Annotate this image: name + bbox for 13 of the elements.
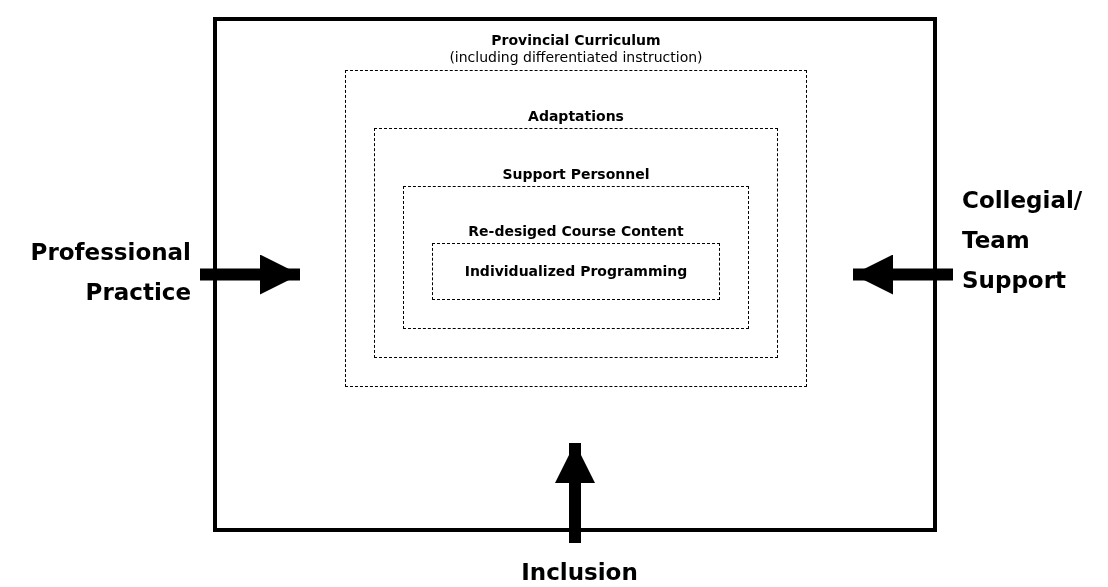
outer-frame <box>213 17 937 532</box>
box-text: Individualized Programming <box>463 262 689 280</box>
box-heading: Support Personnel <box>501 166 651 183</box>
box-heading: Provincial Curriculum <box>490 32 662 49</box>
side-label: Collegial/ Team Support <box>962 180 1102 300</box>
side-label: Inclusion <box>512 552 647 584</box>
arrow <box>555 443 595 543</box>
box-subheading: (including differentiated instruction) <box>448 49 704 66</box>
arrow <box>200 254 300 295</box>
box-heading: Re-desiged Course Content <box>467 223 685 240</box>
side-label: Professional Practice <box>6 232 191 312</box>
box-heading: Adaptations <box>527 108 625 125</box>
arrow <box>853 254 953 295</box>
